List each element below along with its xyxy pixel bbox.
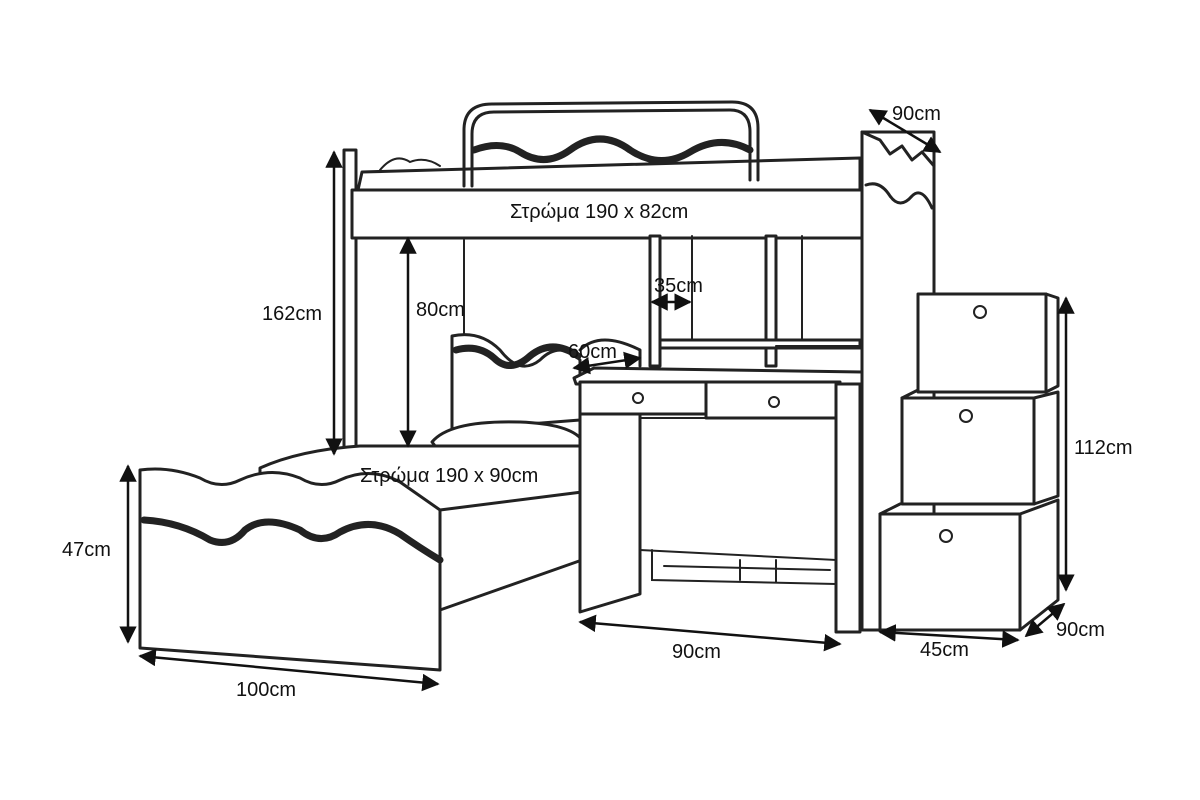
stairs-width-label: 45cm [920, 639, 969, 661]
desk-depth-label: 60cm [568, 341, 617, 363]
upper-mattress-label: Στρώμα 190 x 82cm [510, 201, 688, 223]
lower-bed-width-label: 100cm [236, 679, 296, 701]
desk [572, 366, 864, 634]
stair-drawers [878, 292, 1060, 632]
stairs-height-label: 112cm [1074, 437, 1133, 459]
total-height-label: 162cm [262, 303, 322, 325]
dimension-lines [119, 108, 1075, 692]
shelf-width-label: 35cm [654, 275, 703, 297]
desk-width-label: 90cm [672, 641, 721, 663]
lower-mattress-label: Στρώμα 190 x 90cm [360, 465, 538, 487]
lower-bed [138, 333, 642, 672]
stairs-depth-label: 90cm [1056, 619, 1105, 641]
loft-bed-frame [342, 100, 936, 632]
top-depth-label: 90cm [892, 103, 941, 125]
lower-bed-height-label: 47cm [62, 539, 111, 561]
under-loft-height-label: 80cm [416, 299, 465, 321]
